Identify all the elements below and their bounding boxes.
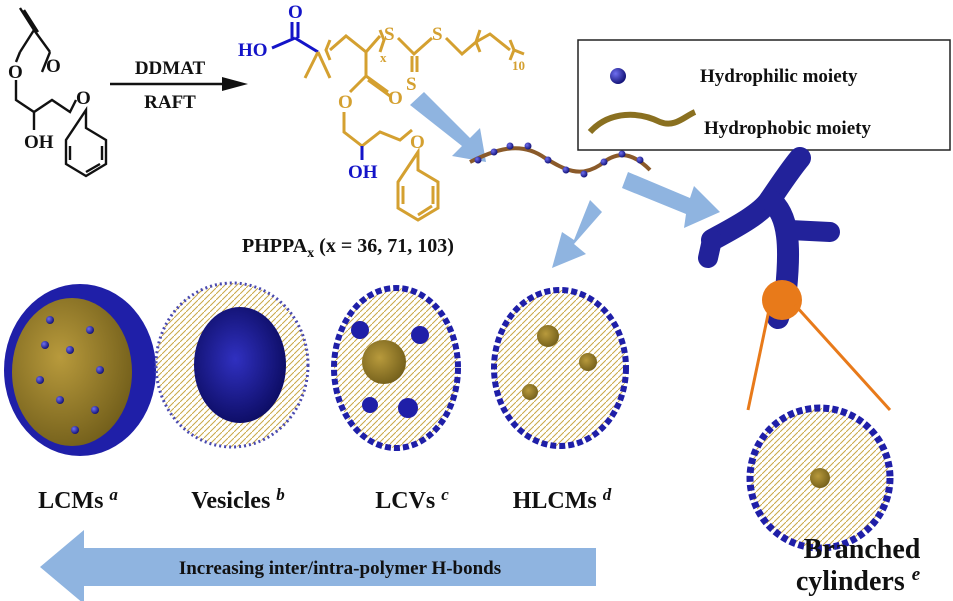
chain-bead	[636, 156, 644, 164]
core-bead	[56, 396, 64, 404]
core-bead	[91, 406, 99, 414]
morphology-branched-cross-section	[746, 404, 894, 552]
hydrophobic-tail-icon	[587, 109, 697, 135]
monomer-carbonyl-o: O	[46, 56, 61, 77]
label-lcvs: LCVs c	[375, 485, 449, 514]
label-hlcms: HLCMs d	[513, 485, 612, 514]
monomer-oh: OH	[24, 132, 54, 153]
trend-arrow-label: Increasing inter/intra-polymer H-bonds	[179, 558, 501, 579]
polymer-chain	[469, 142, 652, 178]
arrow-to-cylinder	[622, 172, 720, 228]
repeat-subscript-10: 10	[512, 58, 525, 73]
label-vesicles: Vesicles b	[191, 485, 285, 514]
sulfur-3: S	[432, 24, 443, 45]
hydrophilic-bead-icon	[610, 68, 626, 84]
trend-arrow: Increasing inter/intra-polymer H-bonds	[40, 530, 596, 601]
chain-bead	[474, 156, 482, 164]
process-arrows	[410, 92, 720, 268]
zoom-line-right	[793, 303, 892, 412]
chain-bead	[506, 142, 514, 150]
core-bead	[96, 366, 104, 374]
chain-bead	[524, 142, 532, 150]
core-bead	[86, 326, 94, 334]
chain-bead	[562, 166, 570, 174]
arrow-to-chain	[410, 92, 486, 162]
morphology-lcms	[4, 284, 156, 456]
label-lcms: LCMs a	[38, 485, 118, 514]
legend-hydrophobic: Hydrophobic moiety	[704, 118, 871, 139]
polymer-structure: O HO S x S S 10 O O OH O PHPPAx (x = 36,…	[238, 2, 525, 261]
core-bead	[41, 341, 49, 349]
monomer-ether-o: O	[76, 88, 91, 109]
polymer-name: PHPPAx (x = 36, 71, 103)	[242, 235, 454, 261]
monomer-structure: O O O OH	[8, 7, 108, 178]
monomer-ester-o: O	[8, 62, 23, 83]
legend: Hydrophilic moiety Hydrophobic moiety	[577, 39, 951, 151]
chain-bead	[600, 158, 608, 166]
carboxyl-o: O	[288, 2, 303, 23]
reaction-arrow: DDMAT RAFT	[110, 58, 248, 113]
arrow-to-micelles	[552, 200, 602, 268]
label-branched-line1: Branched	[804, 534, 921, 565]
label-branched-line2: cylinders e	[796, 564, 921, 597]
core-bead	[71, 426, 79, 434]
carboxyl-ho: HO	[238, 40, 268, 61]
sulfur-thione: S	[406, 74, 417, 95]
core-bead	[46, 316, 54, 324]
carbonyl-o: O	[388, 88, 403, 109]
sulfur-1: S	[384, 24, 395, 45]
morphology-vesicles	[154, 281, 310, 449]
chain-bead	[544, 156, 552, 164]
chain-bead	[490, 148, 498, 156]
ether-o: O	[410, 132, 425, 153]
ester-o: O	[338, 92, 353, 113]
side-chain-oh: OH	[348, 162, 378, 183]
reagent-label: DDMAT	[135, 58, 206, 79]
morphology-lcvs	[331, 285, 461, 451]
chain-bead	[580, 170, 588, 178]
repeat-subscript-x: x	[380, 50, 387, 65]
chain-bead	[618, 150, 626, 158]
morphology-hlcms	[491, 287, 629, 449]
legend-hydrophilic: Hydrophilic moiety	[700, 66, 858, 87]
core-bead	[36, 376, 44, 384]
highlight-circle	[762, 280, 802, 320]
zoom-line-left	[746, 304, 772, 411]
core-bead	[66, 346, 74, 354]
method-label: RAFT	[144, 92, 196, 113]
